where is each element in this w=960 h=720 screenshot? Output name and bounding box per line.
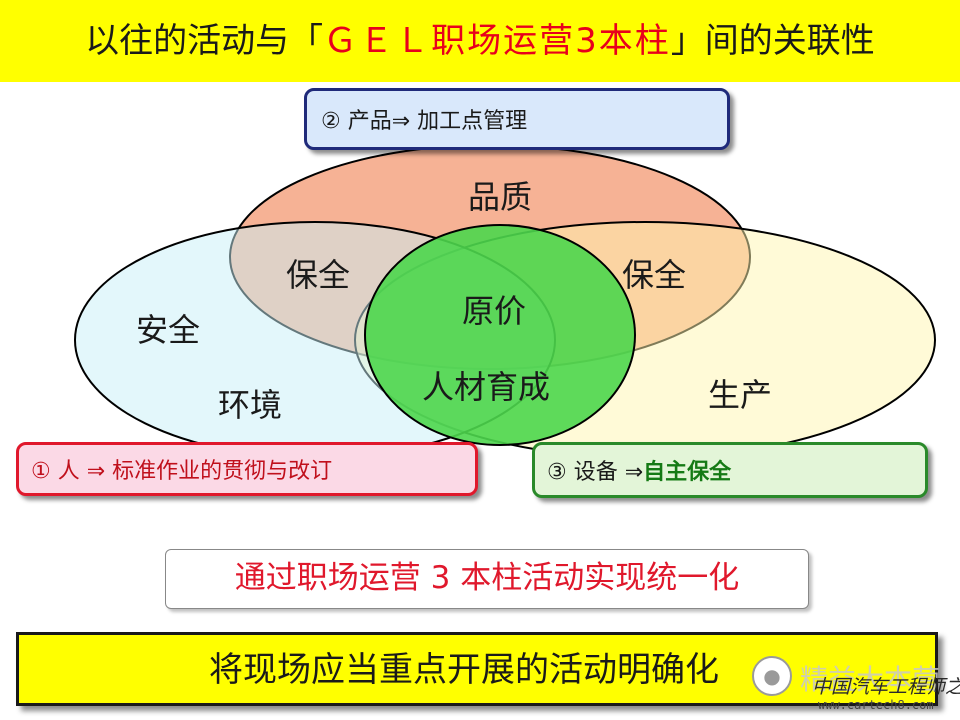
- equipment-prefix: ③ 设备 ⇒: [547, 460, 644, 485]
- product-box: ② 产品⇒ 加工点管理: [304, 88, 730, 150]
- equipment-emph: 自主保全: [643, 460, 732, 485]
- maintenance-right-label: 保全: [622, 256, 687, 294]
- page-title: 以往的活动与「ＧＥＬ职场运营3本柱」间的关联性: [0, 0, 960, 82]
- product-label: ② 产品⇒ 加工点管理: [321, 109, 528, 134]
- title-highlight: ＧＥＬ职场运营3本柱: [323, 21, 671, 61]
- watermark-url: www.cartech8.com: [818, 698, 934, 712]
- title-suffix: 」间的关联性: [670, 21, 875, 61]
- people-box: ① 人 ⇒ 标准作业的贯彻与改订: [16, 442, 478, 496]
- wechat-icon: ●: [752, 656, 792, 696]
- quality-label: 品质: [468, 178, 533, 216]
- talent-label: 人材育成: [422, 368, 551, 406]
- unify-box: 通过职场运营 3 本柱活动实现统一化: [165, 549, 809, 609]
- center-ellipse: [364, 224, 636, 446]
- cost-label: 原价: [462, 292, 527, 330]
- title-prefix: 以往的活动与「: [85, 21, 324, 61]
- safety-label: 安全: [136, 311, 201, 349]
- equipment-box: ③ 设备 ⇒ 自主保全: [532, 442, 928, 498]
- watermark-text: 精益大本营: [800, 663, 941, 696]
- clarify-text: 将现场应当重点开展的活动明确化: [209, 650, 719, 690]
- production-label: 生产: [708, 376, 773, 414]
- people-label: ① 人 ⇒ 标准作业的贯彻与改订: [31, 459, 333, 484]
- title-bar: [0, 0, 960, 82]
- maintenance-left-label: 保全: [286, 256, 351, 294]
- environment-label: 环境: [218, 386, 283, 424]
- watermark-sub: 中国汽车工程师之家: [812, 676, 960, 698]
- venn-diagram: [74, 144, 936, 459]
